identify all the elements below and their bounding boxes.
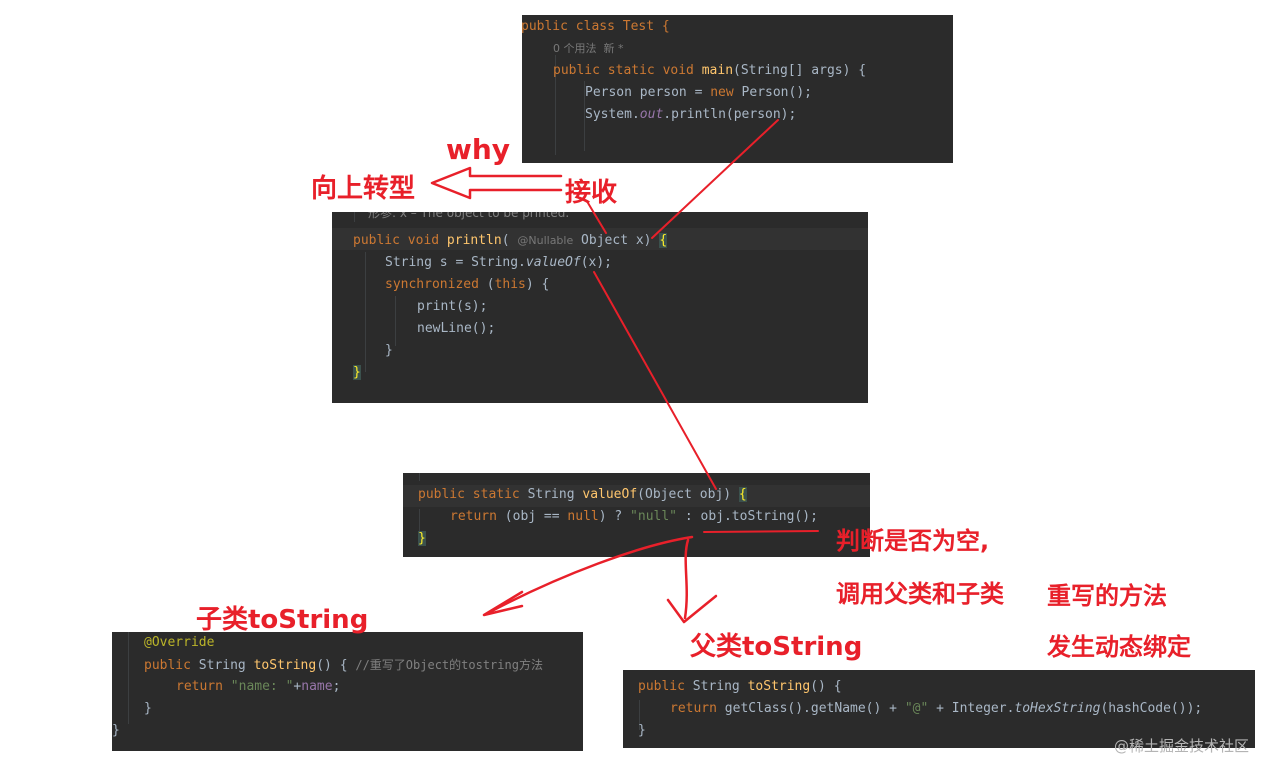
code-line: Person person = new Person(); [585, 85, 812, 100]
annotation-dynamic-binding: 发生动态绑定 [1047, 633, 1191, 661]
code-line: } [418, 531, 426, 546]
annotation-why: why [446, 133, 511, 166]
annotation-receive: 接收 [565, 178, 618, 208]
code-line: synchronized (this) { [385, 277, 550, 292]
upcast-arrow [430, 166, 563, 200]
parent-arrow [683, 538, 690, 620]
annotation-child-tostring: 子类toString [196, 605, 369, 635]
code-line: @Override [144, 635, 215, 650]
annotation-check-null: 判断是否为空, [836, 527, 990, 555]
code-panel-child-tostring: @Override public String toString() { //重… [112, 632, 583, 751]
code-line: public static void main(String[] args) { [553, 63, 867, 78]
code-line: public static String valueOf(Object obj)… [418, 487, 747, 502]
connector-line [587, 202, 607, 234]
code-line: } [385, 343, 393, 358]
code-line: print(s); [417, 299, 488, 314]
child-arrow-head [482, 590, 524, 617]
code-line: } [112, 723, 120, 738]
code-line: return (obj == null) ? "null" : obj.toSt… [450, 509, 818, 524]
parent-arrow-head [666, 594, 718, 624]
code-line: return "name: "+name; [176, 679, 341, 694]
annotation-call-methods: 调用父类和子类 [836, 580, 1004, 608]
connector-line [651, 119, 779, 239]
underline [703, 530, 819, 533]
code-line: } [353, 365, 361, 380]
javadoc-line: 形参: x – The object to be printed. [368, 212, 570, 220]
code-panel-test-class: public class Test { 0 个用法 新 * public sta… [522, 15, 953, 163]
code-panel-parent-tostring: public String toString() { return getCla… [623, 670, 1255, 748]
usage-hint: 0 个用法 新 * [553, 42, 624, 55]
child-arrow [486, 535, 694, 615]
code-panel-valueof: public static String valueOf(Object obj)… [403, 473, 870, 557]
code-line: newLine(); [417, 321, 496, 336]
annotation-override-methods: 重写的方法 [1047, 582, 1167, 610]
code-line: String s = String.valueOf(x); [385, 255, 612, 270]
annotation-parent-tostring: 父类toString [690, 632, 863, 662]
code-panel-println: 形参: x – The object to be printed. public… [332, 212, 868, 403]
connector-line [593, 271, 717, 490]
code-line: public void println( @Nullable Object x)… [353, 233, 668, 248]
code-line: public String toString() { //重写了Object的t… [144, 658, 543, 673]
code-line: return getClass().getName() + "@" + Inte… [670, 701, 1203, 716]
code-line: public String toString() { [638, 679, 842, 694]
watermark: @稀土掘金技术社区 [1114, 737, 1250, 755]
code-line: } [144, 701, 152, 716]
code-line: } [638, 723, 646, 738]
annotation-upcast: 向上转型 [311, 174, 416, 204]
code-line: public class Test { [522, 19, 670, 34]
code-line: System.out.println(person); [585, 107, 797, 122]
